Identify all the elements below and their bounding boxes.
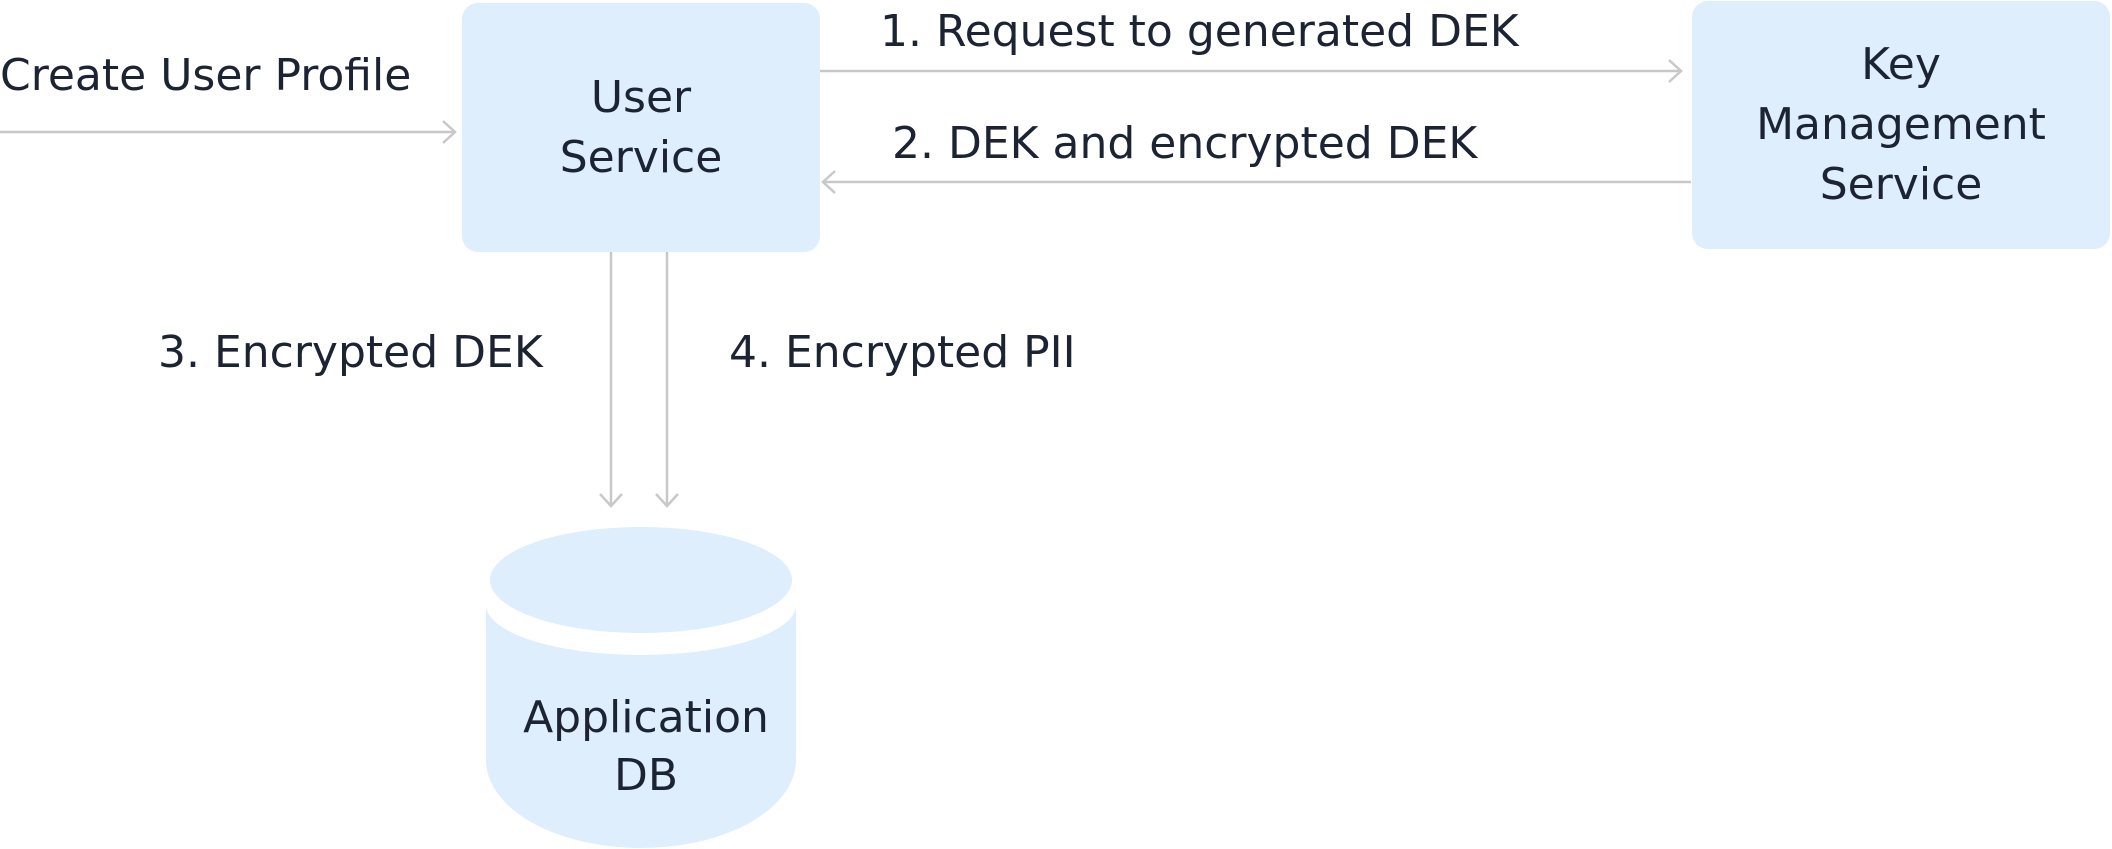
arrow-create-profile [0,120,457,144]
node-user-service-label-line-2: Service [559,131,723,183]
node-user-service[interactable]: User Service [462,3,820,252]
node-user-service-label-line-1: User [590,71,692,123]
db-cylinder [486,526,796,848]
arrow-request-dek [820,59,1683,83]
node-app-db-label-line-2: DB [613,750,679,801]
label-encrypted-pii: 4. Encrypted PII [729,327,1076,378]
db-cylinder-body [486,605,796,848]
label-encrypted-dek: 3. Encrypted DEK [158,327,543,378]
node-app-db-label-line-1: Application [523,692,769,743]
node-kms-label-line-2: Management [1756,99,2046,150]
node-kms-label-line-1: Key [1861,39,1941,90]
label-request-dek: 1. Request to generated DEK [880,6,1519,57]
label-create-user-profile: Create User Profile [0,50,412,101]
label-dek-response: 2. DEK and encrypted DEK [892,118,1478,169]
node-kms-label-line-3: Service [1819,159,1983,210]
arrow-encrypted-dek [599,252,623,508]
arrow-dek-response [821,170,1691,194]
arrow-encrypted-pii [655,252,679,508]
node-key-management-service[interactable]: Key Management Service [1692,1,2110,249]
db-cylinder-cap [490,527,792,633]
